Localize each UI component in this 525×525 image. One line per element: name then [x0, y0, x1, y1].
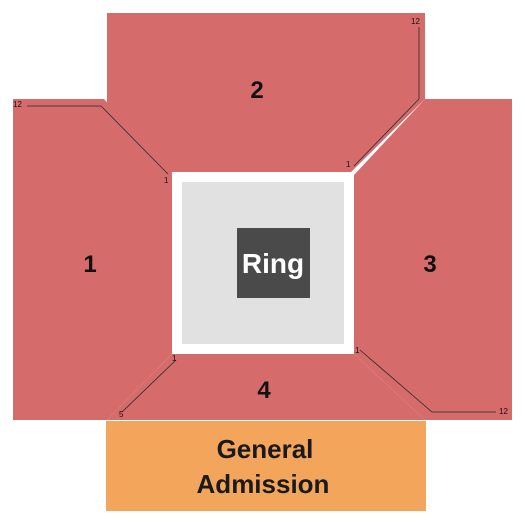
section-3-row-start-label-top: 1	[346, 160, 351, 169]
ring-label: Ring	[242, 248, 304, 279]
section-3-row-end-label-bottom: 12	[499, 407, 508, 416]
general-admission-label-line2: Admission	[197, 469, 330, 499]
section-3-row-end-label-top: 12	[411, 17, 420, 26]
section-4-row-start-label: 1	[172, 354, 177, 363]
section-4-label: 4	[257, 377, 271, 404]
ring-label-box	[237, 228, 310, 298]
section-3[interactable]	[354, 99, 512, 420]
general-admission-label-line1: General	[217, 434, 314, 464]
section-4-row-end-label: 5	[119, 410, 124, 419]
section-1-row-end-label: 12	[13, 100, 22, 109]
section-3-label: 3	[423, 251, 436, 278]
section-3-row-leader-top	[353, 27, 420, 167]
section-1-row-leader	[27, 105, 169, 175]
section-2-label: 2	[250, 77, 263, 104]
section-1[interactable]	[13, 99, 172, 420]
section-4[interactable]	[107, 354, 425, 420]
section-2[interactable]	[107, 13, 425, 175]
section-4-row-leader	[121, 359, 177, 413]
section-3-row-leader-bottom	[359, 349, 496, 413]
section-1-row-start-label: 1	[164, 176, 169, 185]
general-admission-section[interactable]	[106, 421, 426, 511]
section-1-label: 1	[83, 251, 96, 278]
section-3-row-start-label-bottom: 1	[355, 346, 360, 355]
